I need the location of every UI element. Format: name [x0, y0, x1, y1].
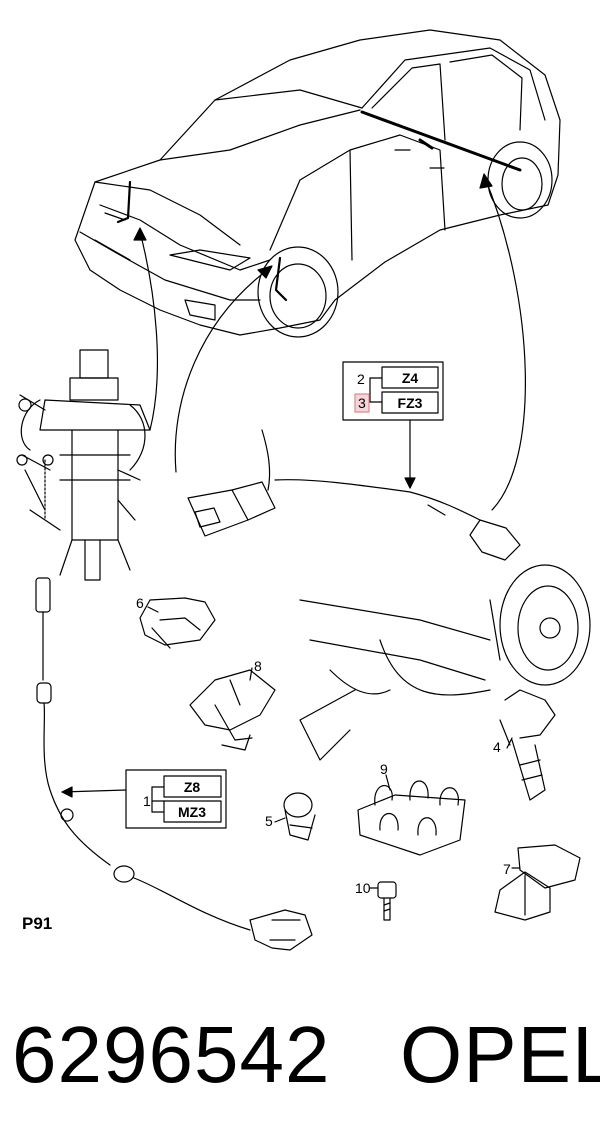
- callout-highlight: [354, 393, 370, 413]
- box-upper-row2: FZ3: [398, 395, 423, 411]
- callout-leaders: [147, 606, 521, 889]
- callout-8: 8: [254, 658, 262, 674]
- abs-sensor-cable-rear: [187, 429, 521, 561]
- clip-part-8: [189, 669, 276, 751]
- clip-part-4: [499, 689, 556, 801]
- clip-part-6: [139, 597, 216, 649]
- callout-10: 10: [355, 880, 371, 896]
- brand-name: OPEL: [400, 1010, 600, 1099]
- callout-4: 4: [493, 739, 501, 755]
- callout-7: 7: [503, 861, 511, 877]
- diagram-code: P91: [22, 914, 53, 933]
- car-illustration: [74, 29, 561, 338]
- callout-5: 5: [265, 813, 273, 829]
- clip-part-5: [283, 792, 316, 841]
- clip-part-10: [377, 881, 397, 921]
- clip-part-7: [494, 844, 581, 921]
- box-lower-row1: Z8: [184, 779, 201, 795]
- pointer-arrows: [61, 173, 526, 798]
- callout-2: 2: [357, 371, 365, 387]
- strut-assembly: [16, 349, 151, 581]
- box-upper-row1: Z4: [402, 370, 419, 386]
- rear-axle-illustration: [299, 564, 591, 761]
- part-number: 6296542: [12, 1010, 331, 1099]
- clip-part-9: [357, 780, 466, 856]
- callout-3: 3: [358, 395, 366, 411]
- callout-9: 9: [380, 761, 388, 777]
- callout-6: 6: [136, 595, 144, 611]
- label-box-lower: [125, 769, 227, 829]
- box-lower-row2: MZ3: [178, 804, 206, 820]
- abs-sensor-cable-front: [35, 577, 313, 951]
- callout-1: 1: [143, 793, 151, 809]
- label-box-upper: [342, 361, 444, 489]
